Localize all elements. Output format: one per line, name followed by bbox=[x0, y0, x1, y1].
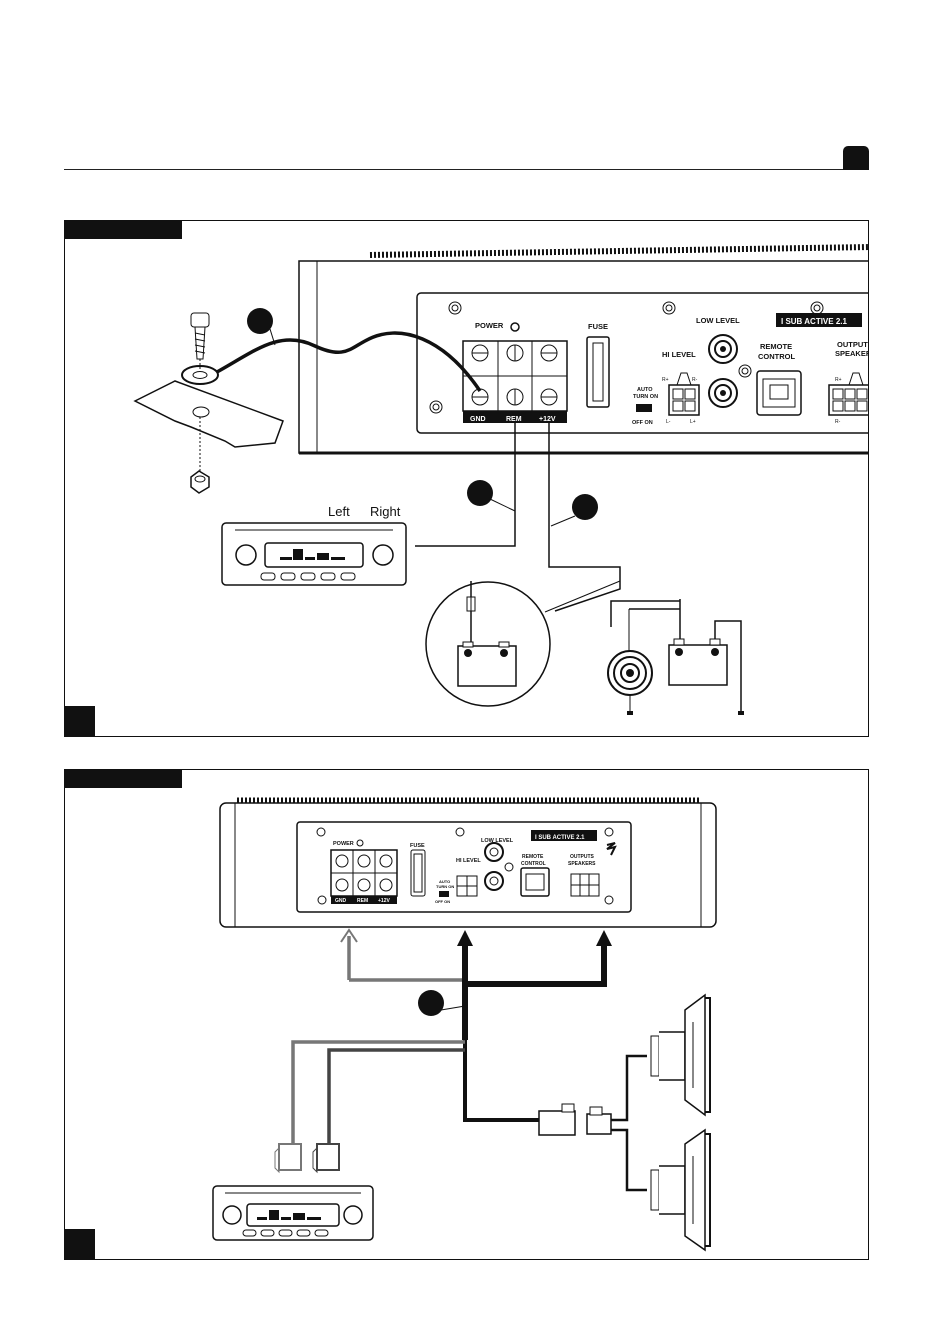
out-rminus-label: R- bbox=[835, 419, 841, 425]
power-label: POWER bbox=[475, 321, 504, 330]
outputs-label: OUTPUTS bbox=[570, 854, 595, 860]
speaker-plug bbox=[539, 1056, 647, 1190]
v12-label: +12V bbox=[378, 898, 390, 904]
hi-lplus-label: L+ bbox=[690, 419, 696, 425]
header-rule bbox=[64, 169, 869, 170]
gnd-label: GND bbox=[335, 898, 347, 904]
hi-rminus-label: R- bbox=[692, 377, 698, 383]
remote-label: REMOTE bbox=[522, 854, 544, 860]
turn-on-label: TURN ON bbox=[436, 884, 454, 889]
head-unit-small bbox=[213, 1186, 373, 1240]
power-wiring-diagram: POWER FUSE LOW LEVEL HI LEVEL REMOTE CON… bbox=[65, 221, 869, 737]
hi-level-label: HI LEVEL bbox=[662, 350, 696, 359]
fuse-detail-circle bbox=[426, 581, 620, 706]
fuse-label: FUSE bbox=[410, 843, 425, 849]
speakers-label: SPEAKERS bbox=[568, 861, 596, 867]
output-label: OUTPUT bbox=[837, 340, 868, 349]
off-on-label: OFF ON bbox=[632, 420, 653, 426]
speaker-front-view bbox=[608, 651, 652, 715]
speaker-label: SPEAKER bbox=[835, 349, 869, 358]
hi-level-label: HI LEVEL bbox=[456, 858, 481, 864]
left-label: Left bbox=[328, 504, 350, 519]
control-label: CONTROL bbox=[521, 861, 546, 867]
low-level-label: LOW LEVEL bbox=[481, 838, 514, 844]
model-badge-text: I SUB ACTIVE 2.1 bbox=[781, 317, 847, 326]
speaker-bottom bbox=[651, 1130, 710, 1250]
panel-power-connection: POWER FUSE LOW LEVEL HI LEVEL REMOTE CON… bbox=[64, 220, 869, 737]
control-label: CONTROL bbox=[758, 352, 795, 361]
out-rplus-label: R+ bbox=[835, 377, 842, 383]
turn-on-label: TURN ON bbox=[633, 394, 658, 400]
speaker-wiring-diagram: POWER FUSE LOW LEVEL HI LEVEL REMOTE CON… bbox=[65, 770, 869, 1260]
off-on-label: OFF ON bbox=[435, 899, 450, 904]
iso-connectors bbox=[275, 1144, 339, 1172]
v12-label: +12V bbox=[539, 416, 556, 423]
fuse-label: FUSE bbox=[588, 322, 608, 331]
model-badge-text: I SUB ACTIVE 2.1 bbox=[535, 835, 585, 841]
callout-dot-remote bbox=[467, 480, 493, 506]
right-label: Right bbox=[370, 504, 401, 519]
speaker-top bbox=[651, 995, 710, 1115]
low-level-label: LOW LEVEL bbox=[696, 316, 740, 325]
callout-dot-ground bbox=[247, 308, 273, 334]
remote-label: REMOTE bbox=[760, 342, 792, 351]
power-label: POWER bbox=[333, 841, 354, 847]
rem-label: REM bbox=[357, 898, 368, 904]
auto-label: AUTO bbox=[637, 387, 653, 393]
callout-dot-power bbox=[572, 494, 598, 520]
chassis-ground-assembly bbox=[135, 313, 283, 493]
section-marker-badge bbox=[843, 146, 869, 170]
head-unit bbox=[222, 523, 406, 585]
callout-dot-speaker bbox=[418, 990, 444, 1016]
hi-lminus-label: L- bbox=[666, 419, 671, 425]
hi-rplus-label: R+ bbox=[662, 377, 669, 383]
panel-speaker-connection: POWER FUSE LOW LEVEL HI LEVEL REMOTE CON… bbox=[64, 769, 869, 1260]
gnd-label: GND bbox=[470, 416, 486, 423]
rem-label: REM bbox=[506, 416, 522, 423]
